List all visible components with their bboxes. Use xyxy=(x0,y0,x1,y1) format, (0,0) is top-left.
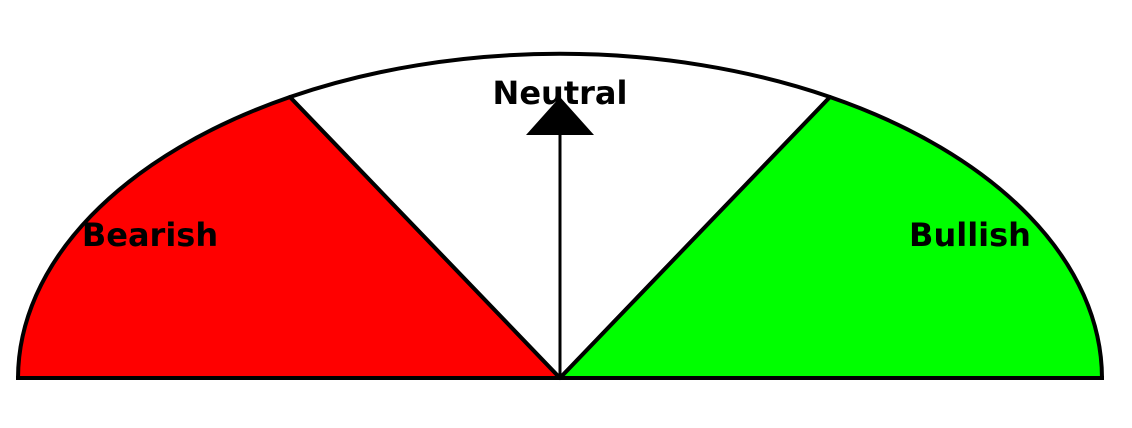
needle-arrowhead-icon xyxy=(526,97,594,135)
neutral-label: Neutral xyxy=(493,74,628,112)
bearish-segment xyxy=(16,95,562,380)
bullish-segment xyxy=(558,95,1104,380)
gauge-needle xyxy=(526,97,594,378)
bullish-label: Bullish xyxy=(909,216,1031,254)
bearish-label: Bearish xyxy=(82,216,218,254)
